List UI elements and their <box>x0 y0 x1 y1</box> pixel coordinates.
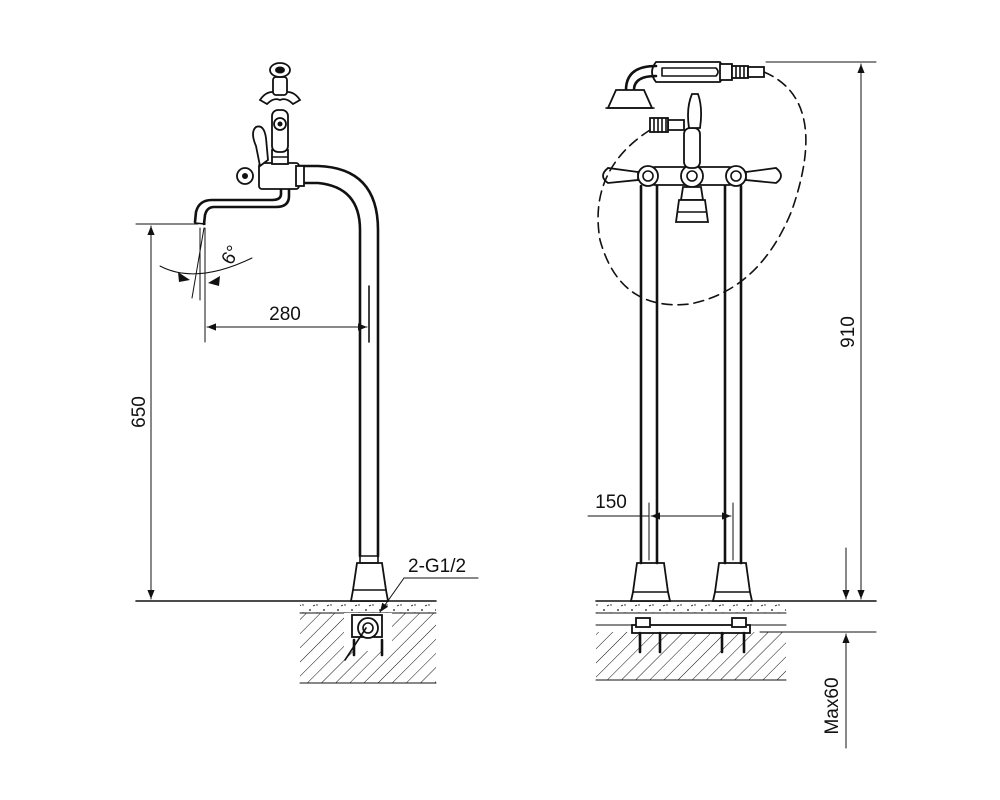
dimension-650: 650 <box>129 223 199 600</box>
side-view: 650 280 6° 2-G1/2 <box>129 62 479 684</box>
side-lever-handle <box>252 125 269 168</box>
side-base-flange <box>349 555 390 602</box>
front-mounting-plate <box>631 617 751 654</box>
dim-650-label: 650 <box>129 396 150 428</box>
side-riser-pipe <box>298 164 380 558</box>
dim-150-label: 150 <box>595 492 627 513</box>
dimension-max60: Max60 <box>822 547 850 749</box>
front-mixer-body <box>602 164 782 223</box>
front-riser-pipes <box>639 184 743 565</box>
leader-2-g1-2: 2-G1/2 <box>379 556 479 613</box>
front-floor <box>595 600 877 681</box>
dimension-280: 280 <box>204 227 370 343</box>
side-inlet-fitting <box>344 614 384 661</box>
front-shower-cradle <box>649 93 703 169</box>
dimension-150: 150 <box>587 492 734 561</box>
dimension-6-degree: 6° <box>159 227 253 301</box>
front-base-flanges <box>629 562 754 602</box>
front-hose-swing-path <box>597 71 807 306</box>
dimension-910: 910 <box>838 63 865 600</box>
side-mixer-body <box>236 149 305 190</box>
side-floor <box>135 600 437 684</box>
dim-280-label: 280 <box>269 304 301 325</box>
dim-2-g1-2-label: 2-G1/2 <box>408 556 466 577</box>
dim-6-degree-label: 6° <box>218 242 245 268</box>
dim-910-label: 910 <box>838 316 859 348</box>
dim-max60-label: Max60 <box>822 677 843 734</box>
side-spout <box>193 183 291 226</box>
front-view: 150 910 Max60 <box>587 61 877 749</box>
side-shower-cradle <box>258 62 302 153</box>
front-hand-shower <box>605 61 877 109</box>
